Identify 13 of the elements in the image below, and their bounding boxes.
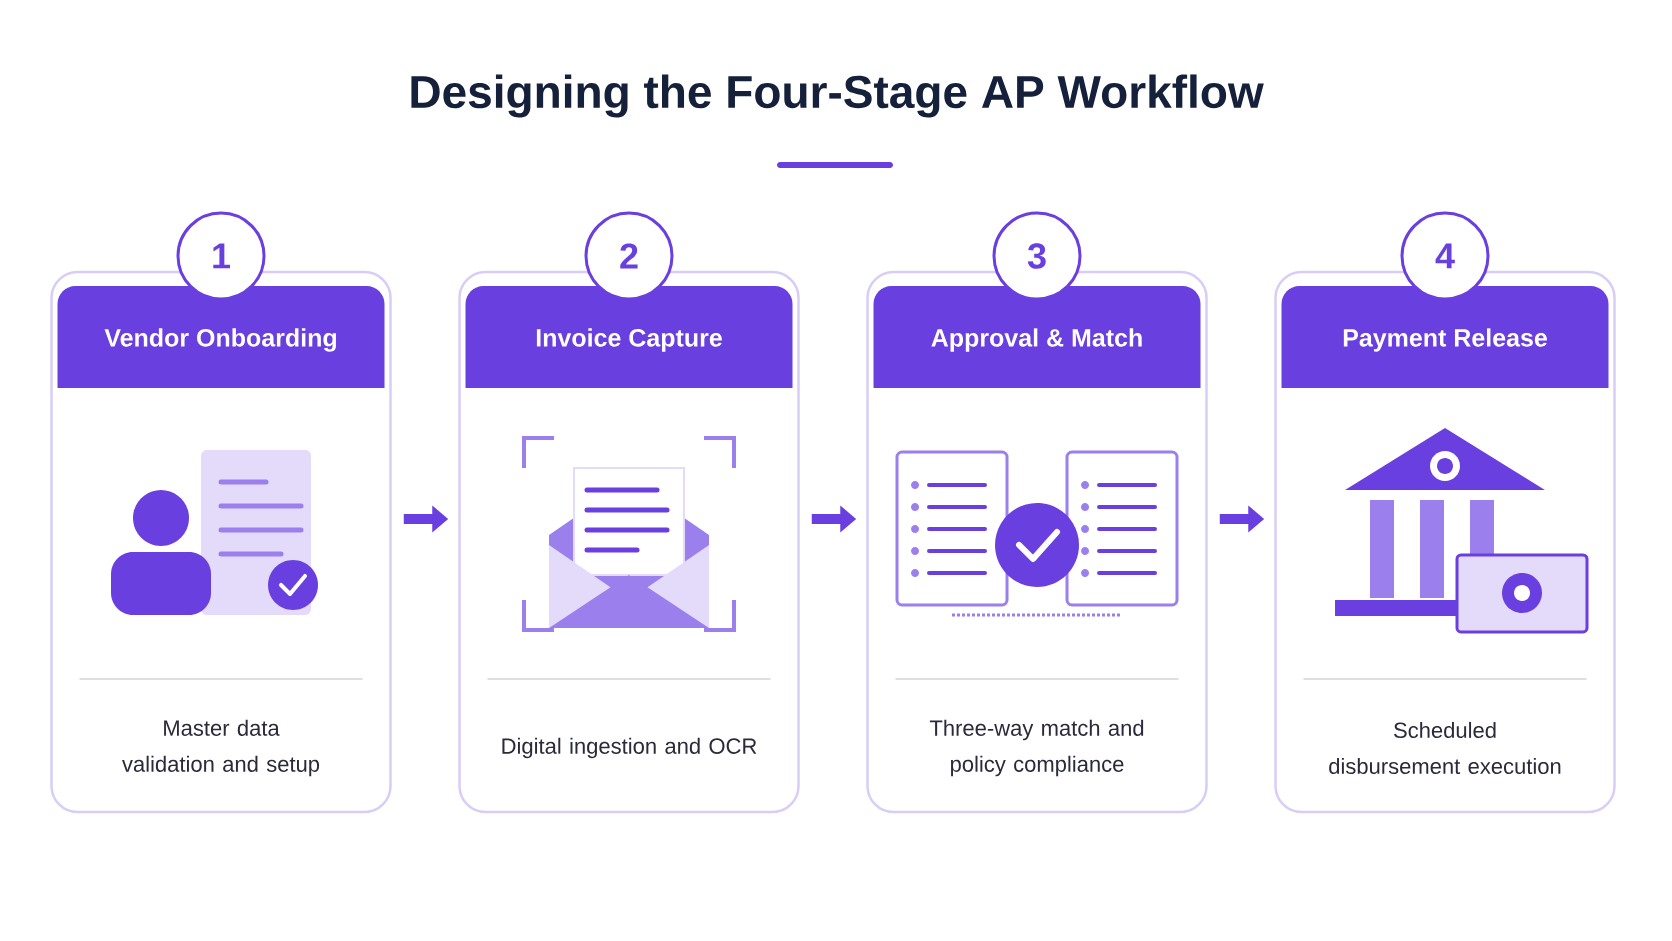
title: Designing the Four-Stage AP Workflow [411, 74, 1264, 118]
description-text: Digital ingestion and OCR [502, 737, 757, 759]
description-text: Three-way match and policy compliance [929, 719, 1144, 777]
number-badge: 4 [1400, 211, 1490, 301]
header-band: Invoice Capture [465, 286, 793, 388]
description-text: Master data validation and setup [122, 719, 320, 777]
header-band: Vendor Onboarding [57, 286, 385, 388]
description-text: Scheduled disbursement execution [1329, 721, 1561, 775]
number-badge: 1 [176, 211, 266, 301]
number-badge: 3 [992, 211, 1082, 301]
header-band: Payment Release [1281, 286, 1609, 388]
header-band: Approval & Match [873, 286, 1201, 388]
number-badge: 2 [584, 211, 674, 301]
